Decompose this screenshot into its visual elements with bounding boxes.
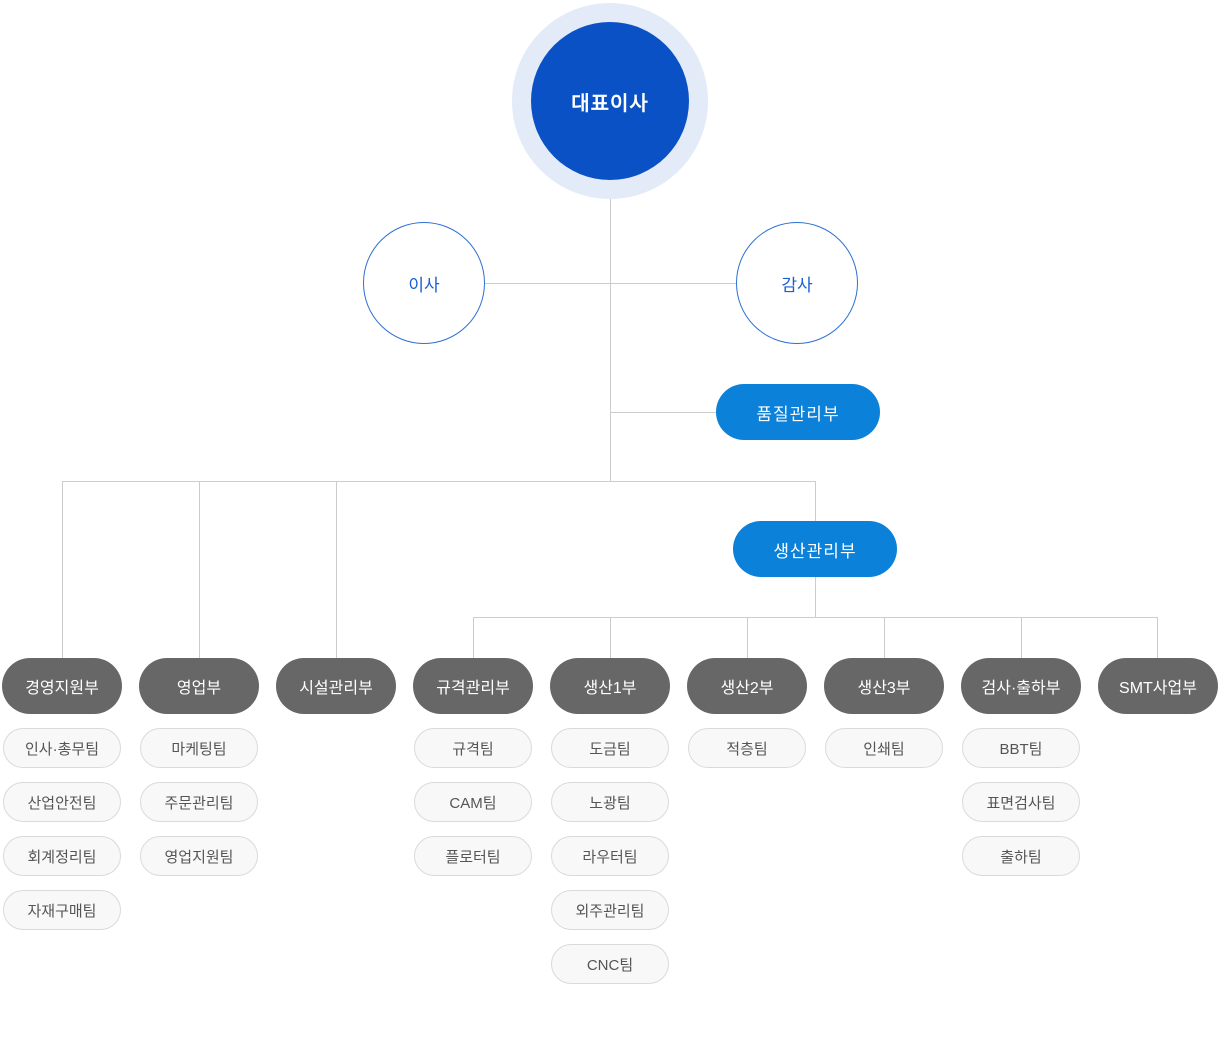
dept-node-7: 검사·출하부 [961, 658, 1081, 714]
team-label: 인사·총무팀 [25, 740, 99, 758]
team-node: 규격팀 [414, 728, 532, 768]
connector-drop-dept4 [610, 617, 611, 658]
team-node: 마케팅팀 [140, 728, 258, 768]
team-label: CNC팀 [586, 956, 634, 974]
dept-node-6: 생산3부 [824, 658, 944, 714]
connector-drop-dept2 [336, 481, 337, 658]
team-label: 규격팀 [452, 740, 494, 758]
team-node: 도금팀 [551, 728, 669, 768]
advisor-node-auditor: 감사 [736, 222, 858, 344]
team-node: 표면검사팀 [962, 782, 1080, 822]
dept-label: 검사·출하부 [981, 680, 1061, 697]
dept-node-3: 규격관리부 [413, 658, 533, 714]
dept-label: SMT사업부 [1119, 680, 1197, 697]
connector-drop-dept8 [1157, 617, 1158, 658]
connector-trunk [610, 188, 611, 481]
team-node: 산업안전팀 [3, 782, 121, 822]
team-node: BBT팀 [962, 728, 1080, 768]
team-label: CAM팀 [449, 794, 497, 812]
dept-label: 시설관리부 [299, 680, 373, 697]
connector-quality [610, 412, 718, 413]
team-node: 회계정리팀 [3, 836, 121, 876]
connector-drop-production-top [815, 481, 816, 521]
team-label: 외주관리팀 [575, 902, 645, 920]
dept-node-2: 시설관리부 [276, 658, 396, 714]
team-label: 표면검사팀 [986, 794, 1056, 812]
team-label: 출하팀 [1000, 848, 1042, 866]
ceo-label: 대표이사 [571, 92, 649, 115]
team-node: 적층팀 [688, 728, 806, 768]
team-node: 영업지원팀 [140, 836, 258, 876]
dept-label: 생산2부 [720, 680, 774, 697]
team-label: 라우터팀 [582, 848, 638, 866]
connector-drop-dept1 [199, 481, 200, 658]
dept-label: 생산1부 [583, 680, 637, 697]
connector-drop-dept0 [62, 481, 63, 658]
team-label: 플로터팀 [445, 848, 501, 866]
dept-node-8: SMT사업부 [1098, 658, 1218, 714]
team-label: 노광팀 [589, 794, 631, 812]
connector-drop-production-bottom [815, 577, 816, 617]
connector-drop-dept5 [747, 617, 748, 658]
team-node: CAM팀 [414, 782, 532, 822]
dept-node-1: 영업부 [139, 658, 259, 714]
dept-node-4: 생산1부 [550, 658, 670, 714]
connector-drop-dept6 [884, 617, 885, 658]
staff-dept-label: 품질관리부 [756, 404, 840, 424]
team-node: 인쇄팀 [825, 728, 943, 768]
ceo-halo: 대표이사 [512, 3, 708, 199]
dept-label: 규격관리부 [436, 680, 510, 697]
dept-label: 영업부 [176, 680, 222, 697]
team-node: 출하팀 [962, 836, 1080, 876]
team-label: 회계정리팀 [27, 848, 97, 866]
advisor-label: 이사 [408, 275, 440, 295]
team-label: 자재구매팀 [27, 902, 97, 920]
dept-label: 생산3부 [857, 680, 911, 697]
team-node: 라우터팀 [551, 836, 669, 876]
team-label: 인쇄팀 [863, 740, 905, 758]
connector-drop-dept3 [473, 617, 474, 658]
team-label: 도금팀 [589, 740, 631, 758]
team-label: 영업지원팀 [164, 848, 234, 866]
team-node: 플로터팀 [414, 836, 532, 876]
team-node: 인사·총무팀 [3, 728, 121, 768]
team-node: 자재구매팀 [3, 890, 121, 930]
connector-rail-top [62, 481, 815, 482]
staff-dept-production: 생산관리부 [733, 521, 897, 577]
team-label: 산업안전팀 [27, 794, 97, 812]
team-label: 주문관리팀 [164, 794, 234, 812]
team-label: 마케팅팀 [171, 740, 227, 758]
team-node: 외주관리팀 [551, 890, 669, 930]
staff-dept-label: 생산관리부 [773, 541, 857, 561]
staff-dept-quality: 품질관리부 [716, 384, 880, 440]
dept-node-0: 경영지원부 [2, 658, 122, 714]
dept-label: 경영지원부 [25, 680, 99, 697]
connector-drop-dept7 [1021, 617, 1022, 658]
advisor-label: 감사 [781, 275, 813, 295]
ceo-node: 대표이사 [531, 22, 689, 180]
team-node: 주문관리팀 [140, 782, 258, 822]
team-label: 적층팀 [726, 740, 768, 758]
connector-advisors [484, 283, 737, 284]
team-label: BBT팀 [999, 740, 1043, 758]
dept-node-5: 생산2부 [687, 658, 807, 714]
team-node: 노광팀 [551, 782, 669, 822]
advisor-node-director: 이사 [363, 222, 485, 344]
team-node: CNC팀 [551, 944, 669, 984]
connector-rail-bottom [473, 617, 1157, 618]
